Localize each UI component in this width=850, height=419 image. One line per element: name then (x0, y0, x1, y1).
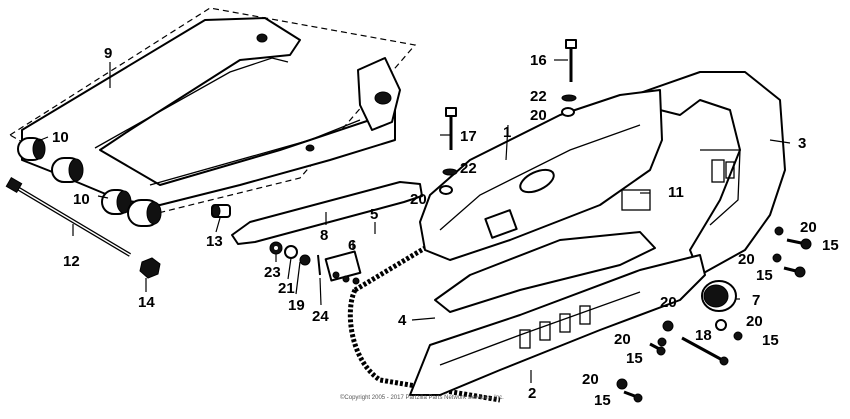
label-8: 8 (320, 227, 328, 244)
chain-stopper-plate (231, 181, 423, 245)
part-labels: 9 10 10 12 14 13 8 5 6 23 21 19 24 4 16 … (52, 45, 839, 409)
label-7: 7 (752, 292, 760, 309)
fasteners (439, 39, 812, 403)
label-15d: 15 (626, 350, 643, 367)
label-11: 11 (668, 184, 684, 201)
label-20c: 20 (800, 219, 817, 236)
label-10a: 10 (52, 129, 69, 146)
label-2: 2 (528, 385, 536, 402)
label-23: 23 (264, 264, 281, 281)
label-20b: 20 (410, 191, 427, 208)
label-5: 5 (370, 206, 378, 223)
chain-case-lower (409, 254, 706, 396)
chain-case-middle-guide (434, 231, 656, 313)
swing-arm (9, 7, 417, 216)
label-16: 16 (530, 52, 547, 69)
label-14: 14 (138, 294, 155, 311)
label-9: 9 (104, 45, 112, 62)
label-10b: 10 (73, 191, 90, 208)
label-18: 18 (695, 327, 712, 344)
label-4: 4 (398, 312, 407, 329)
collar (211, 204, 231, 218)
label-17: 17 (460, 128, 477, 145)
label-3: 3 (798, 135, 806, 152)
chain-case-upper (419, 89, 663, 261)
label-20a: 20 (530, 107, 547, 124)
leader-lines (37, 59, 791, 383)
label-20e: 20 (660, 294, 677, 311)
label-22a: 22 (530, 88, 547, 105)
label-20f: 20 (746, 313, 763, 330)
pivot-bolt (5, 176, 132, 257)
bushings (17, 137, 162, 227)
copyright-text: ©Copyright 2005 - 2017 Partzilla Parts N… (340, 394, 504, 401)
label-20g: 20 (614, 331, 631, 348)
label-6: 6 (348, 237, 356, 254)
label-15b: 15 (756, 267, 773, 284)
chain-guide-plates (324, 250, 362, 285)
label-21: 21 (278, 280, 295, 297)
label-22b: 22 (460, 160, 477, 177)
label-15e: 15 (594, 392, 611, 409)
label-20h: 20 (582, 371, 599, 388)
label-15c: 15 (762, 332, 779, 349)
label-15a: 15 (822, 237, 839, 254)
label-19: 19 (288, 297, 305, 314)
label-13: 13 (206, 233, 223, 250)
label-20d: 20 (738, 251, 755, 268)
label-24: 24 (312, 308, 329, 325)
label-1: 1 (503, 124, 511, 141)
inspection-cap (701, 280, 737, 312)
pivot-nut (139, 257, 161, 279)
label-12: 12 (63, 253, 80, 270)
